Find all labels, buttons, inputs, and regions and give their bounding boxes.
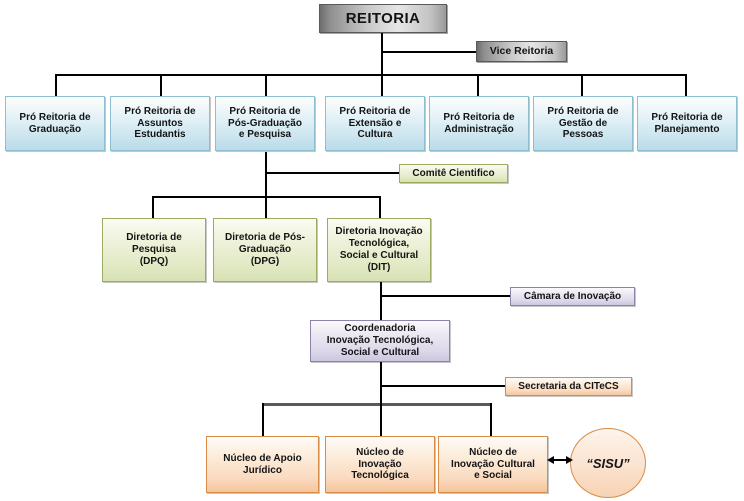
node-pro-reitoria-administracao[interactable]: Pró Reitoria de Administração (429, 96, 529, 151)
connector-diretorias-bus (152, 196, 381, 198)
connector-nucleos-bus (262, 403, 492, 406)
connector-reitoria-stem (381, 33, 383, 74)
connector-drop-planejamento (685, 74, 687, 96)
node-pro-reitoria-extensao-cultura[interactable]: Pró Reitoria de Extensão e Cultura (325, 96, 425, 151)
connector-dit-coordenadoria (380, 282, 382, 320)
node-nucleo-apoio-juridico[interactable]: Núcleo de Apoio Jurídico (206, 436, 319, 493)
node-vice-reitoria[interactable]: Vice Reitoria (476, 41, 567, 62)
node-coordenadoria-inovacao[interactable]: Coordenadoria Inovação Tecnológica, Soci… (310, 320, 450, 362)
connector-drop-nucleo-cultural (490, 403, 492, 436)
connector-drop-dir-inovacao (379, 196, 381, 218)
connector-dit-camara (380, 295, 510, 297)
connector-reitoria-vice (381, 51, 476, 53)
connector-pos-comite (265, 172, 399, 174)
node-pro-reitoria-graduacao[interactable]: Pró Reitoria de Graduação (5, 96, 105, 151)
connector-drop-dir-pesquisa (152, 196, 154, 218)
connector-drop-nucleo-juridico (262, 403, 264, 436)
connector-coordenadoria-secretaria (380, 385, 505, 387)
connector-drop-administracao (477, 74, 479, 96)
connector-coordenadoria-spine (380, 362, 382, 404)
connector-drop-nucleo-tecnologica (380, 403, 382, 436)
node-diretoria-pesquisa[interactable]: Diretoria de Pesquisa (DPQ) (102, 218, 206, 282)
connector-drop-assuntos (160, 74, 162, 96)
connector-drop-gestao (581, 74, 583, 96)
node-camara-inovacao[interactable]: Câmara de Inovação (510, 287, 635, 306)
connector-drop-extensao (381, 74, 383, 96)
node-pro-reitoria-gestao-pessoas[interactable]: Pró Reitoria de Gestão de Pessoas (533, 96, 633, 151)
node-pro-reitoria-assuntos-estudantis[interactable]: Pró Reitoria de Assuntos Estudantis (110, 96, 210, 151)
node-pro-reitoria-planejamento[interactable]: Pró Reitoria de Planejamento (637, 96, 737, 151)
node-reitoria[interactable]: REITORIA (319, 4, 447, 33)
node-nucleo-inovacao-cultural-social[interactable]: Núcleo de Inovação Cultural e Social (438, 436, 548, 493)
connector-pos-spine (265, 152, 267, 218)
node-secretaria-citecs[interactable]: Secretaria da CITeCS (505, 377, 632, 396)
node-pro-reitoria-pos-graduacao-pesquisa[interactable]: Pró Reitoria de Pós-Graduação e Pesquisa (215, 96, 315, 151)
node-sisu[interactable]: “SISU” (570, 428, 646, 498)
bidirectional-arrow-sisu (547, 452, 573, 468)
connector-proreitoria-bus (55, 74, 686, 76)
node-comite-cientifico[interactable]: Comitê Cientifico (399, 164, 508, 183)
node-diretoria-pos-graduacao[interactable]: Diretoria de Pós- Graduação (DPG) (213, 218, 317, 282)
connector-drop-graduacao (55, 74, 57, 96)
connector-drop-pos (265, 74, 267, 96)
node-diretoria-inovacao[interactable]: Diretoria Inovação Tecnológica, Social e… (327, 218, 431, 282)
node-nucleo-inovacao-tecnologica[interactable]: Núcleo de Inovação Tecnológica (325, 436, 435, 493)
